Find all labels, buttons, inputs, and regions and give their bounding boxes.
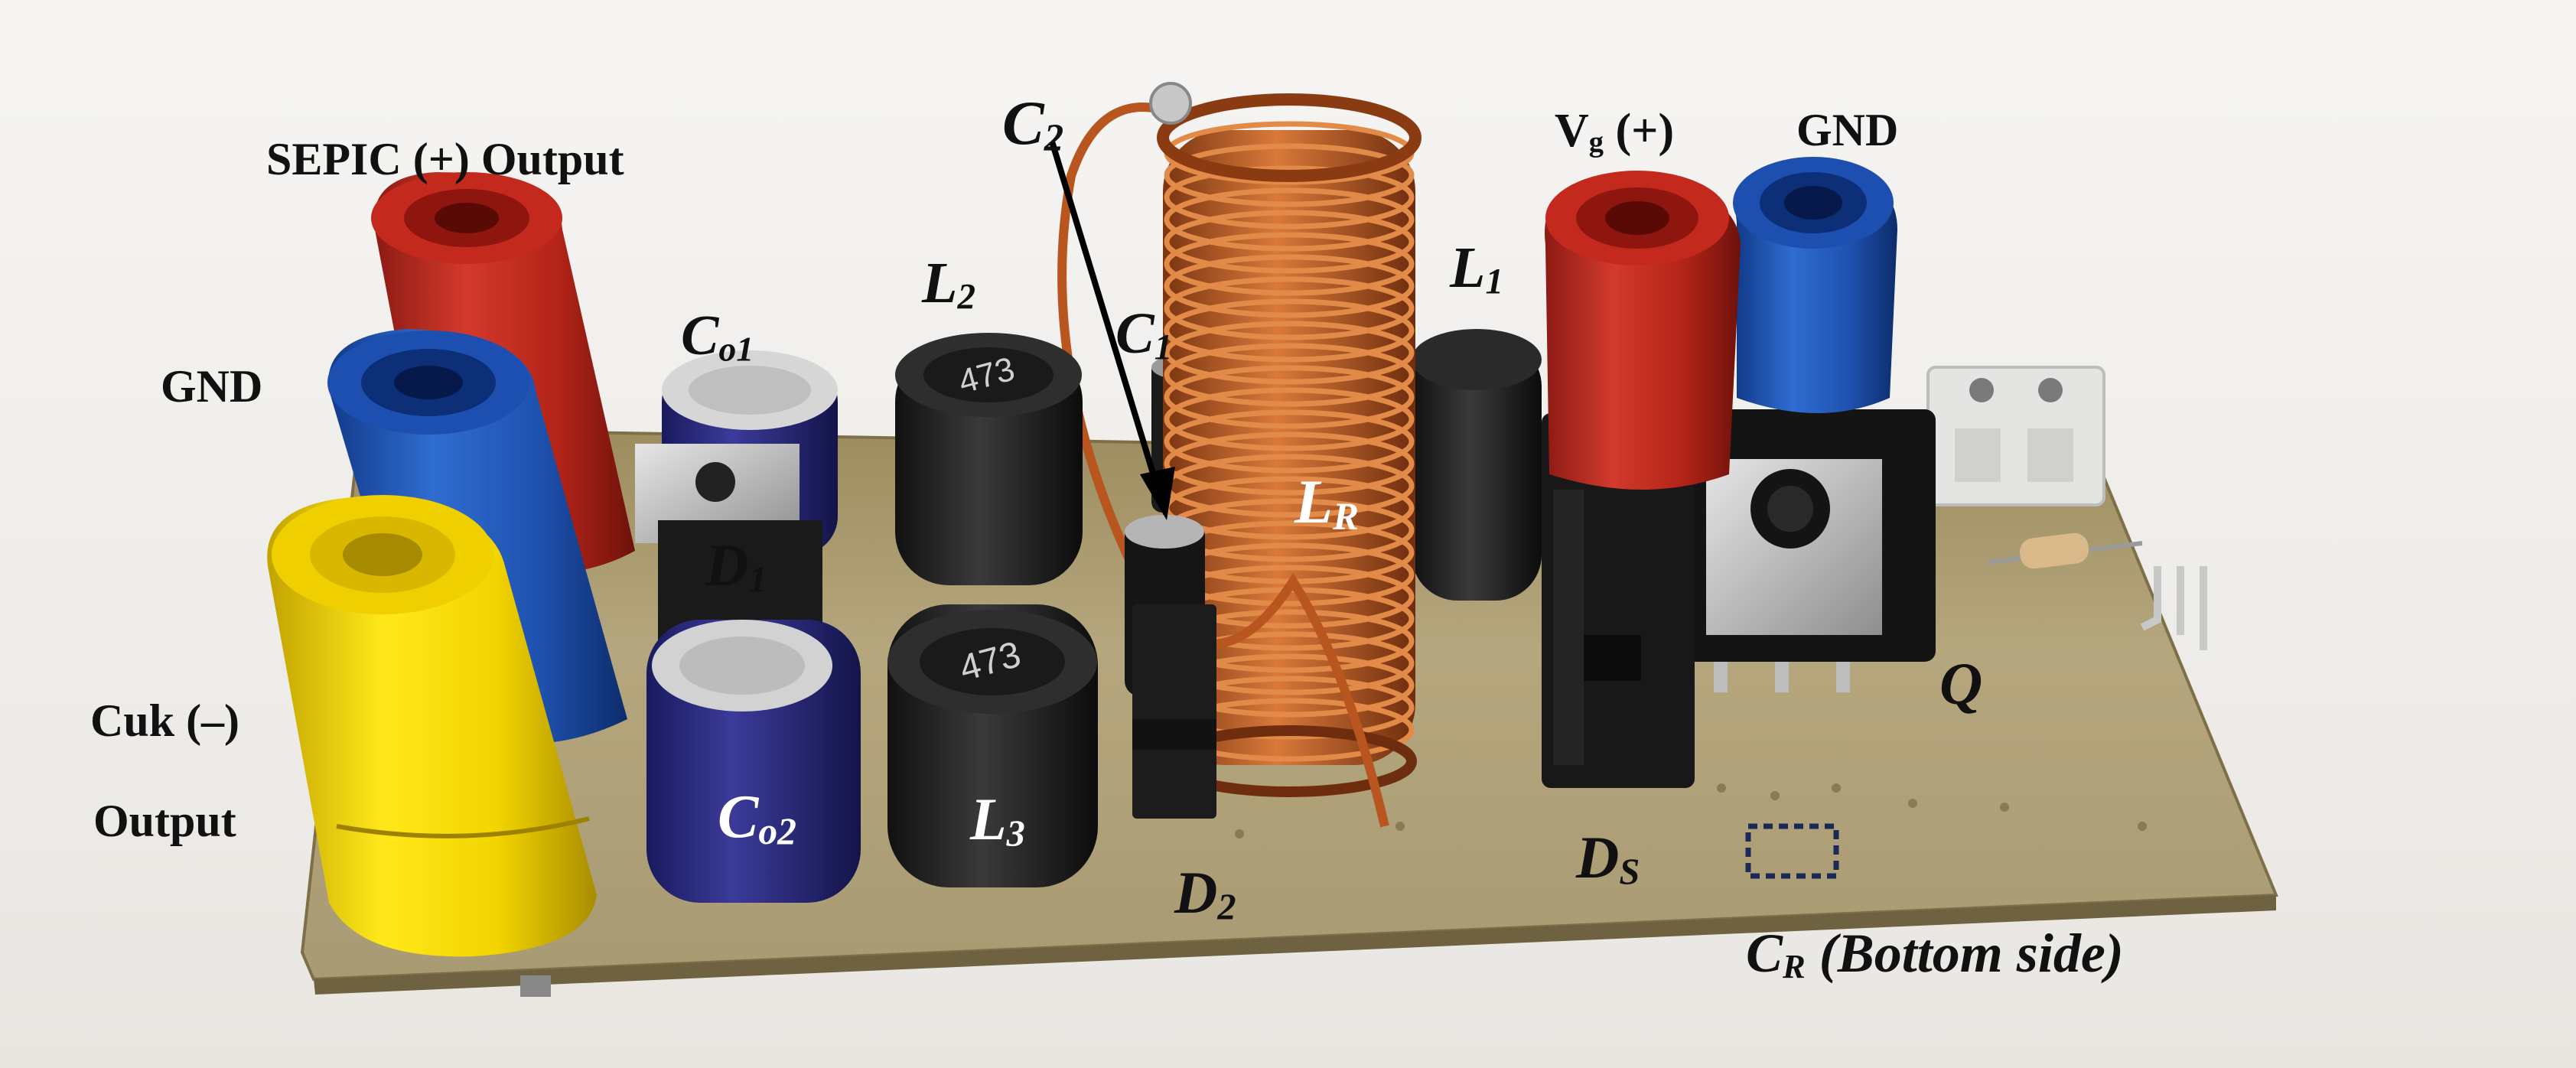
label-gnd-left: GND	[161, 361, 263, 412]
coil-turn	[1164, 387, 1415, 451]
label-cuk-line1: Cuk (–)	[90, 695, 240, 746]
coil-turn	[1164, 143, 1415, 207]
terminal-block	[1926, 366, 2105, 506]
label-l1-main: L	[1450, 236, 1486, 300]
inductor-l3: 473	[887, 604, 1098, 887]
label-c1-main: C	[1115, 301, 1154, 366]
label-d1: D1	[705, 536, 767, 599]
label-c2-sub: 2	[1044, 116, 1064, 160]
label-vg-sub: g	[1588, 125, 1604, 158]
diode-ds	[1542, 413, 1695, 788]
label-co1: Co1	[681, 308, 754, 366]
coil-turn	[1164, 321, 1415, 385]
label-l3-main: L	[970, 786, 1007, 852]
label-cuk-line2: Output	[93, 796, 236, 846]
label-ds-sub: S	[1619, 851, 1640, 893]
coil-turn	[1164, 254, 1415, 318]
label-l1-sub: 1	[1485, 262, 1503, 302]
label-l2: L2	[922, 254, 975, 316]
label-vg-suffix: (+)	[1604, 105, 1675, 157]
label-cr-sub: R	[1783, 947, 1806, 986]
label-c2-main: C	[1002, 88, 1044, 158]
label-sepic-output: SEPIC (+) Output	[266, 134, 624, 184]
banana-jack-cuk	[267, 495, 597, 957]
label-d1-sub: 1	[748, 559, 767, 601]
inductor-l1	[1412, 329, 1542, 601]
label-co1-main: C	[681, 304, 719, 367]
label-ds-main: D	[1576, 824, 1620, 891]
coil-turn	[1164, 276, 1415, 340]
label-c2: C2	[1002, 92, 1063, 158]
label-co2: Co2	[718, 786, 796, 851]
coil-turn	[1164, 232, 1415, 296]
pcb-vias	[1235, 783, 2147, 838]
label-d2-sub: 2	[1217, 887, 1236, 928]
label-c1-sub: 1	[1154, 327, 1173, 368]
label-lr: LR	[1295, 471, 1359, 536]
diode-d2	[1132, 604, 1216, 819]
label-vg: Vg (+)	[1555, 107, 1674, 157]
coil-turn	[1164, 298, 1415, 363]
coil-turn	[1164, 365, 1415, 429]
label-c1: C1	[1115, 304, 1172, 366]
label-cr: CR (Bottom side)	[1746, 926, 2124, 984]
label-l2-sub: 2	[957, 277, 975, 317]
board-screw	[520, 975, 551, 997]
banana-jack-vg	[1545, 171, 1741, 490]
label-cr-main: C	[1746, 923, 1783, 984]
label-l2-main: L	[922, 251, 958, 315]
label-co1-sub: o1	[718, 329, 754, 369]
label-cr-suffix: (Bottom side)	[1805, 923, 2124, 984]
pin-header	[2140, 566, 2207, 650]
label-q: Q	[1939, 650, 1983, 717]
label-vg-main: V	[1555, 105, 1589, 157]
solder-joint	[1149, 82, 1192, 125]
label-d2: D2	[1174, 863, 1236, 926]
coil-turn	[1164, 409, 1415, 474]
coil-turn	[1164, 431, 1415, 496]
label-l3: L3	[970, 790, 1025, 853]
label-lr-main: L	[1295, 467, 1334, 536]
resistor	[1988, 532, 2143, 569]
coil-turn	[1164, 165, 1415, 230]
pcb-edge	[314, 895, 2276, 995]
label-lr-sub: R	[1333, 495, 1359, 539]
cr-dashed-rectangle	[1745, 823, 1839, 879]
banana-jack-gnd-right	[1733, 157, 1897, 413]
label-l1: L1	[1450, 239, 1503, 301]
mosfet-q	[1664, 409, 1936, 692]
label-co2-main: C	[718, 783, 759, 851]
coil-turn	[1164, 343, 1415, 407]
label-d1-main: D	[705, 532, 749, 598]
label-gnd-right: GND	[1796, 105, 1899, 155]
label-co2-sub: o2	[758, 809, 796, 852]
coil-turn	[1164, 187, 1415, 252]
label-ds: DS	[1576, 828, 1640, 891]
inductor-l2: 473	[895, 333, 1083, 585]
capacitor-co2	[646, 620, 861, 903]
arrow-icon	[1049, 140, 1175, 520]
label-d2-main: D	[1174, 859, 1218, 926]
coil-turn	[1164, 210, 1415, 274]
label-l3-sub: 3	[1006, 813, 1025, 855]
